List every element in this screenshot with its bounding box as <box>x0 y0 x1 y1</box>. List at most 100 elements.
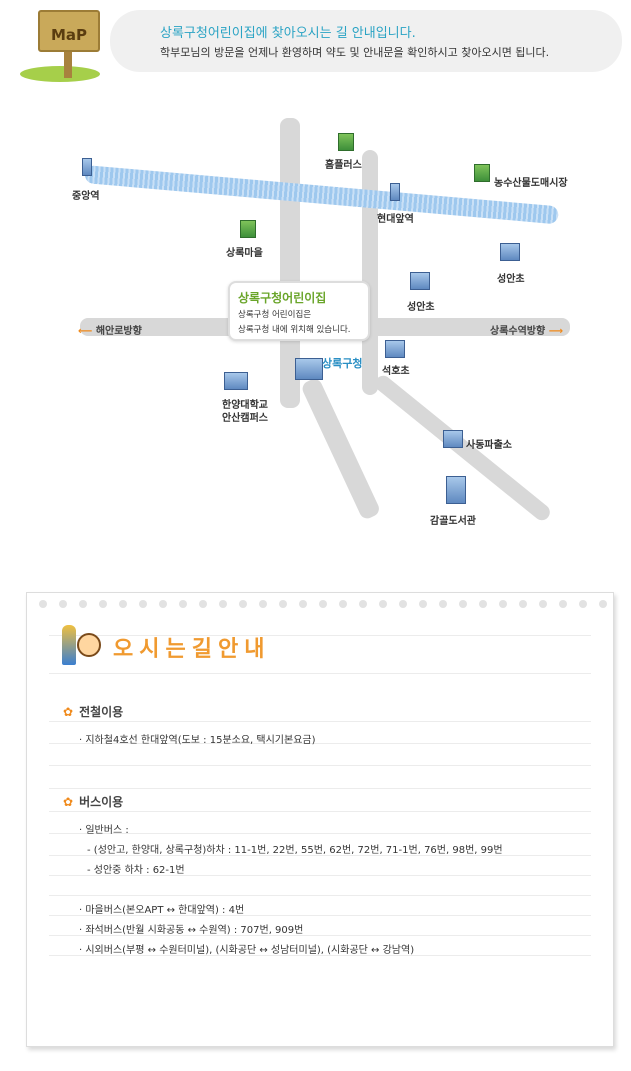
ruled-line <box>49 721 591 722</box>
station-icon <box>390 183 400 201</box>
bus-item: - (성안고, 한양대, 상록구청)하차 : 11-1번, 22번, 55번, … <box>87 845 503 856</box>
subway-heading: ✿ 전철이용 <box>63 703 123 720</box>
binder-hole <box>279 600 287 608</box>
subway-item: · 지하철4호선 한대앞역(도보 : 15분소요, 택시기본요금) <box>79 735 316 746</box>
sign-post <box>64 50 72 78</box>
binder-hole <box>179 600 187 608</box>
binder-hole <box>339 600 347 608</box>
ruled-line <box>49 875 591 876</box>
header-banner <box>110 10 622 72</box>
flower-icon: ✿ <box>63 705 74 719</box>
school-icon <box>410 272 430 290</box>
label-suam-direction: 상록수역방향 ⟶ <box>490 322 563 337</box>
ruled-line <box>49 955 591 956</box>
grass-decoration <box>20 66 100 82</box>
bus-heading: ✿ 버스이용 <box>63 793 123 810</box>
ruled-line <box>49 673 591 674</box>
bus-item: · 일반버스 : <box>79 825 129 836</box>
flower-icon: ✿ <box>63 795 74 809</box>
binder-hole <box>399 600 407 608</box>
binder-hole <box>519 600 527 608</box>
callout-line: 상록구청 내에 위치해 있습니다. <box>238 325 351 335</box>
label-market: 농수산물도매시장 <box>494 178 568 189</box>
binder-hole <box>579 600 587 608</box>
label-seongan-1: 성안초 <box>497 274 525 285</box>
callout-title: 상록구청어린이집 <box>238 291 327 305</box>
binder-hole <box>479 600 487 608</box>
label-gucheong: 상록구청 <box>322 357 363 370</box>
arrow-right-icon: ⟶ <box>548 326 564 337</box>
binder-hole <box>359 600 367 608</box>
binder-hole <box>319 600 327 608</box>
binder-hole <box>139 600 147 608</box>
binder-hole <box>59 600 67 608</box>
binder-hole <box>119 600 127 608</box>
building-icon <box>240 220 256 238</box>
guide-title: 오시는길안내 <box>113 637 271 662</box>
label-handae: 현대앞역 <box>377 214 414 225</box>
binder-hole <box>239 600 247 608</box>
ruled-line <box>49 895 591 896</box>
label-jungang: 중앙역 <box>72 191 100 202</box>
label-text: 상록수역방향 <box>490 326 546 337</box>
station-icon <box>82 158 92 176</box>
ruled-line <box>49 788 591 789</box>
label-seokho: 석호초 <box>382 366 410 377</box>
binder-hole <box>599 600 607 608</box>
binder-hole <box>419 600 427 608</box>
page-title: 상록구청어린이집에 찾아오시는 길 안내입니다. <box>160 26 416 41</box>
binder-hole <box>159 600 167 608</box>
binder-hole <box>379 600 387 608</box>
pencil-illustration <box>62 625 76 665</box>
bus-item: · 좌석버스(반월 시화공동 ↔ 수원역) : 707번, 909번 <box>79 925 304 936</box>
library-icon <box>446 476 466 504</box>
binder-hole <box>219 600 227 608</box>
bus-item: · 마을버스(본오APT ↔ 한대앞역) : 4번 <box>79 905 245 916</box>
ruled-line <box>49 811 591 812</box>
binder-hole <box>79 600 87 608</box>
bus-item: · 시외버스(부평 ↔ 수원터미널), (시화공단 ↔ 성남터미널), (시화공… <box>79 945 415 956</box>
building-icon <box>474 164 490 182</box>
binder-hole <box>439 600 447 608</box>
ruled-line <box>49 635 591 636</box>
bus-item: - 성안중 하차 : 62-1번 <box>87 865 185 876</box>
label-hanyang-1: 한양대학교 <box>222 400 268 411</box>
label-police: 사동파출소 <box>466 440 512 451</box>
label-haean-direction: ⟵ 해안로방향 <box>78 322 142 337</box>
binder-hole <box>299 600 307 608</box>
road-vertical-east <box>362 150 378 395</box>
ruled-line <box>49 855 591 856</box>
ruled-line <box>49 833 591 834</box>
callout-line: 상록구청 어린이집은 <box>238 310 312 320</box>
school-icon <box>385 340 405 358</box>
daycare-callout: 상록구청어린이집 상록구청 어린이집은 상록구청 내에 위치해 있습니다. <box>228 281 370 341</box>
child-illustration <box>77 633 101 657</box>
label-sangnok-village: 상록마을 <box>226 248 263 259</box>
police-icon <box>443 430 463 448</box>
ruled-line <box>49 743 591 744</box>
arrow-left-icon: ⟵ <box>78 326 93 337</box>
page-subtitle: 학부모님의 방문을 언제나 환영하며 약도 및 안내문을 확인하시고 찾아오시면… <box>160 46 550 59</box>
directions-notepad: 오시는길안내 ✿ 전철이용 · 지하철4호선 한대앞역(도보 : 15분소요, 택… <box>26 592 614 1047</box>
label-text: 해안로방향 <box>95 326 142 337</box>
binder-hole <box>259 600 267 608</box>
binder-hole <box>499 600 507 608</box>
ruled-line <box>49 935 591 936</box>
heading-text: 버스이용 <box>79 795 124 809</box>
binder-hole <box>39 600 47 608</box>
heading-text: 전철이용 <box>79 705 124 719</box>
label-seongan-2: 성안초 <box>407 302 435 313</box>
label-library: 감골도서관 <box>430 516 476 527</box>
binder-hole <box>99 600 107 608</box>
label-homeplus: 홈플러스 <box>325 160 362 171</box>
binder-hole <box>199 600 207 608</box>
map-sign-logo: MaP <box>38 10 100 52</box>
road-diagonal-south <box>300 376 382 521</box>
gucheong-building-icon <box>295 358 323 380</box>
ruled-line <box>49 765 591 766</box>
building-icon <box>338 133 354 151</box>
binder-hole <box>459 600 467 608</box>
ruled-line <box>49 915 591 916</box>
university-icon <box>224 372 248 390</box>
binder-hole <box>539 600 547 608</box>
